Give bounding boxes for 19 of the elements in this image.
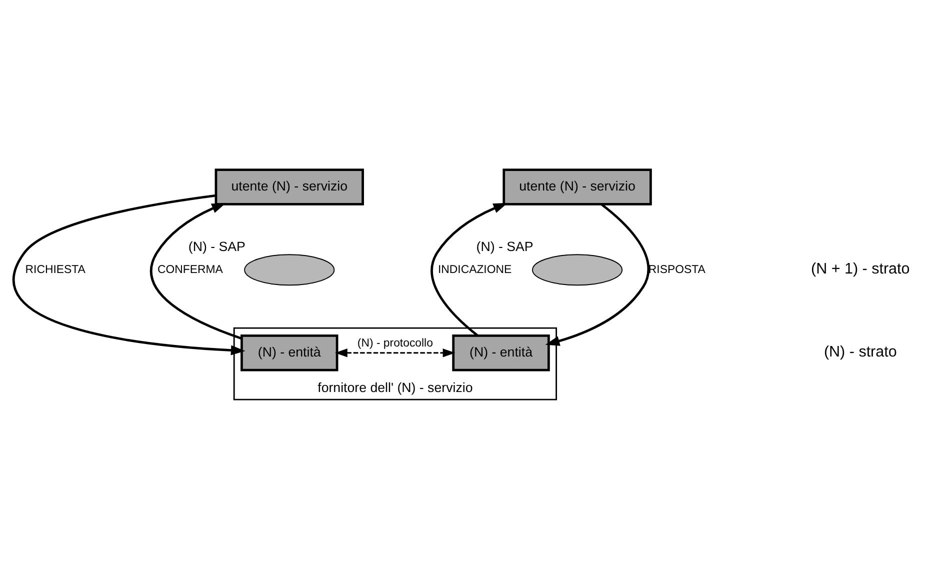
node-box: utente (N) - servizio [502,168,652,205]
node-ellipse [532,254,623,286]
label: (N + 1) - strato [811,260,910,278]
node-box: utente (N) - servizio [214,168,364,205]
edge-label: RICHIESTA [25,263,86,276]
arrow [545,202,650,346]
arrow [334,348,456,357]
node-box: (N) - entità [452,334,550,371]
node-box: (N) - entità [240,334,338,371]
node-ellipse [244,254,335,286]
arrow [430,202,508,336]
arrow [13,194,246,355]
arrow [150,202,242,340]
edge-label: (N) - protocollo [357,337,433,350]
label: (N) - strato [824,342,897,360]
node-label: (N) - SAP [188,238,246,254]
node-label: (N) - SAP [476,238,534,254]
edge-label: CONFERMA [158,263,223,276]
edge-label: INDICAZIONE [438,263,512,276]
